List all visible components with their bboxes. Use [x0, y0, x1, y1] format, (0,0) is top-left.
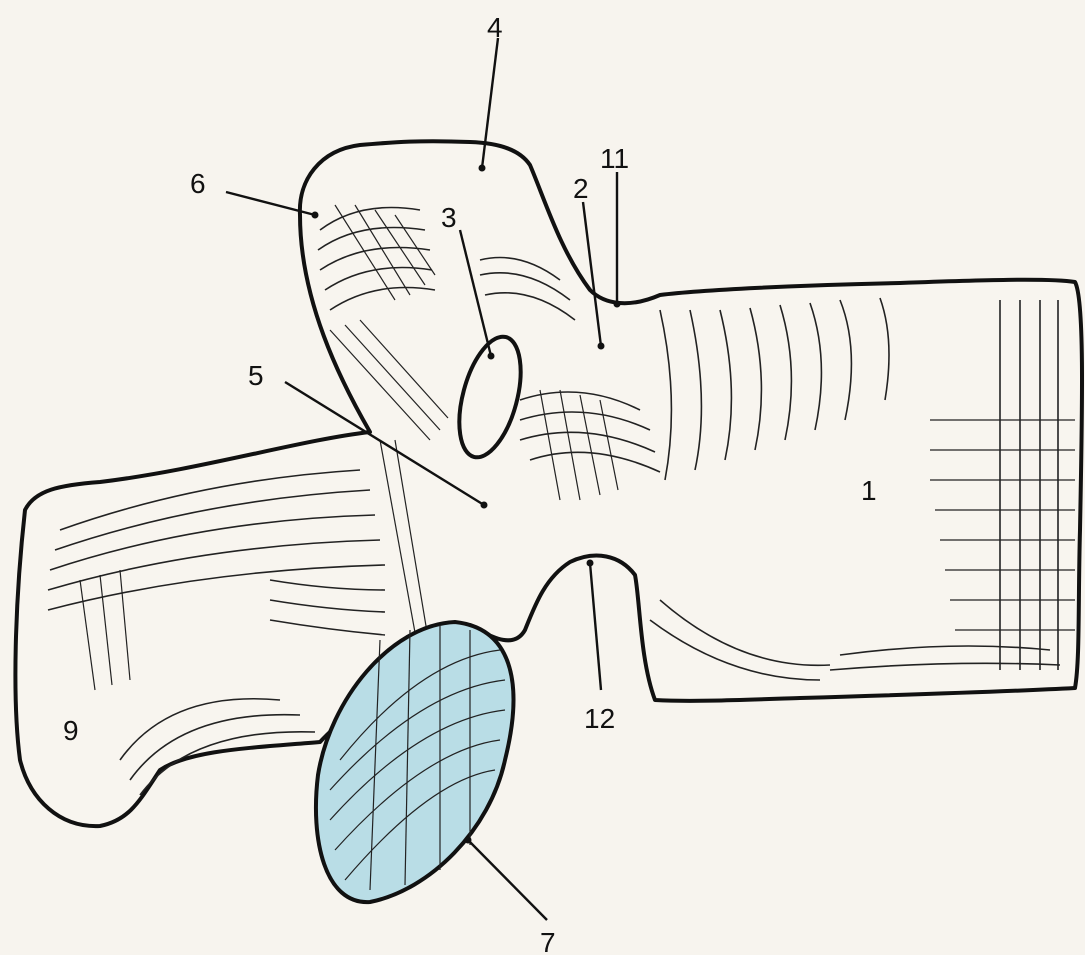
bone-outline — [15, 141, 1082, 826]
label-6: 6 — [190, 168, 206, 199]
label-7: 7 — [540, 927, 556, 955]
label-4: 4 — [487, 12, 503, 43]
label-2: 2 — [573, 173, 589, 204]
label-3: 3 — [441, 202, 457, 233]
label-11: 11 — [600, 143, 629, 174]
leader-7 — [468, 840, 547, 920]
label-1: 1 — [861, 475, 877, 506]
label-12: 12 — [584, 703, 615, 734]
leader-12 — [590, 563, 601, 690]
label-5: 5 — [248, 360, 264, 391]
label-9: 9 — [63, 715, 79, 746]
